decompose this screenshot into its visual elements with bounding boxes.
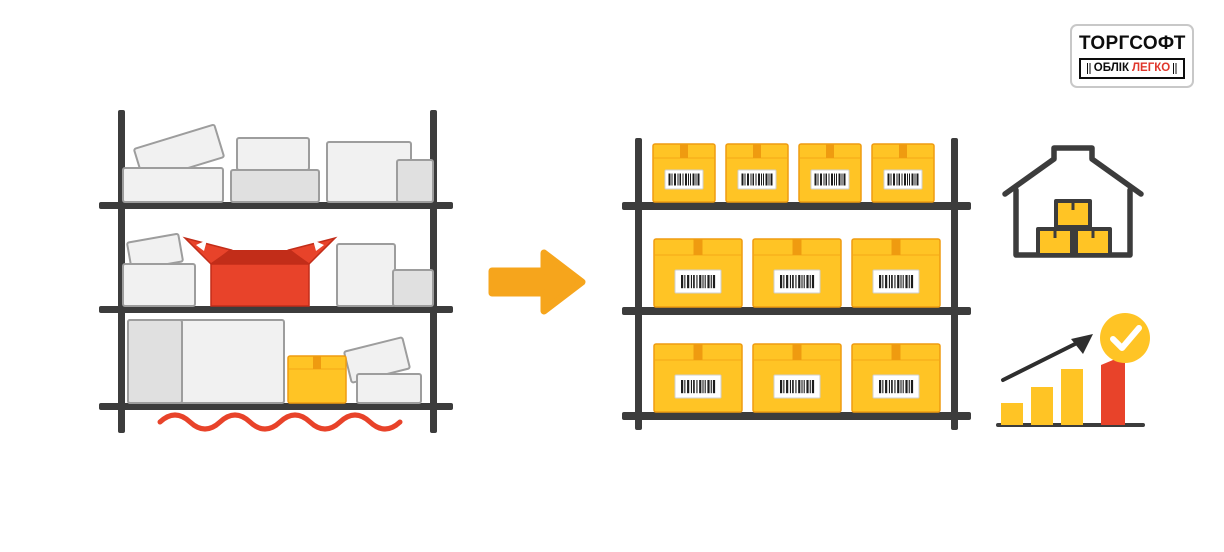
shelf-frame — [622, 138, 971, 430]
check-circle-icon — [1100, 313, 1150, 363]
warehouse-icon — [1002, 145, 1144, 258]
barcoded-box — [852, 239, 940, 307]
arrow-right-icon — [488, 249, 586, 315]
barcoded-box — [852, 344, 940, 412]
barcoded-box — [726, 144, 788, 202]
barcode-mark-left — [1086, 62, 1091, 74]
barcoded-box — [799, 144, 861, 202]
error-squiggle — [157, 412, 403, 432]
barcoded-box — [753, 239, 841, 307]
brand-logo: ТОРГСОФТ ОБЛІК ЛЕГКО — [1070, 24, 1194, 88]
brand-name: ТОРГСОФТ — [1079, 33, 1186, 54]
barcoded-box — [753, 344, 841, 412]
warehouse-boxes — [1036, 199, 1112, 257]
chart-bars — [1001, 355, 1125, 425]
unlabeled-boxes-middle-shelf — [122, 233, 434, 307]
barcoded-box — [654, 239, 742, 307]
barcoded-boxes-row-2 — [654, 239, 940, 307]
tagline-word-oblik: ОБЛІК — [1093, 62, 1129, 74]
messy-shelf-illustration — [99, 110, 453, 433]
unlabeled-boxes-top-shelf — [122, 123, 434, 203]
organized-shelf-illustration — [622, 138, 971, 430]
barcoded-box — [654, 344, 742, 412]
barcoded-boxes-row-1 — [653, 144, 934, 202]
unlabeled-boxes-bottom-shelf — [127, 319, 422, 404]
trend-arrow — [1001, 334, 1093, 382]
barcoded-box — [653, 144, 715, 202]
growth-chart-icon — [996, 313, 1150, 427]
barcode-mark-right — [1173, 62, 1178, 74]
tagline-word-legko: ЛЕГКО — [1131, 62, 1171, 74]
yellow-box — [287, 355, 347, 404]
red-open-box — [182, 236, 338, 307]
barcoded-boxes-row-3 — [654, 344, 940, 412]
brand-tagline: ОБЛІК ЛЕГКО — [1079, 58, 1185, 79]
barcoded-box — [872, 144, 934, 202]
